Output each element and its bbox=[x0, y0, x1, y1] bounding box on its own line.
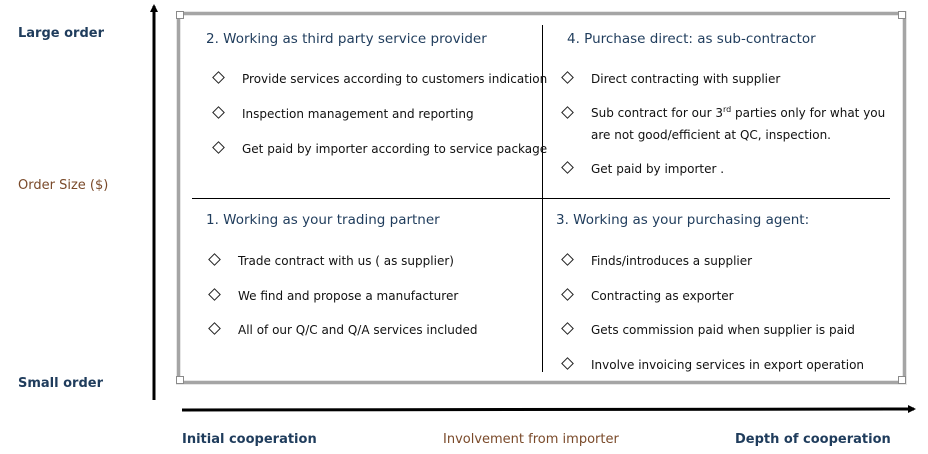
y-axis-bottom-label: Small order bbox=[18, 376, 103, 391]
x-axis-left-label: Initial cooperation bbox=[182, 432, 317, 447]
quadrant-3-item: Contracting as exporter bbox=[591, 289, 734, 303]
quadrant-4-title: 4. Purchase direct: as sub-contractor bbox=[567, 31, 816, 47]
quadrant-3-item: Involve invoicing services in export ope… bbox=[591, 358, 865, 372]
quadrant-3-item: Gets commission paid when supplier is pa… bbox=[591, 323, 855, 337]
frame-corner bbox=[176, 11, 184, 19]
quadrant-frame bbox=[177, 12, 906, 384]
quadrant-2-item: Provide services according to customers … bbox=[242, 72, 548, 86]
quadrant-2-title: 2. Working as third party service provid… bbox=[206, 31, 487, 47]
frame-corner bbox=[176, 376, 184, 384]
quadrant-1-item: We find and propose a manufacturer bbox=[238, 289, 459, 303]
quadrant-3-title: 3. Working as your purchasing agent: bbox=[556, 212, 810, 228]
quadrant-4-item: Get paid by importer . bbox=[591, 162, 725, 176]
y-axis-middle-label: Order Size ($) bbox=[18, 178, 109, 193]
quadrant-4-item-text: Sub contract for our 3 bbox=[591, 106, 723, 120]
quadrant-1-item: All of our Q/C and Q/A services included bbox=[238, 323, 478, 337]
quadrant-4-item-text: parties only for what you bbox=[731, 106, 886, 120]
quadrant-4-item: Sub contract for our 3rd parties only fo… bbox=[591, 105, 886, 121]
frame-corner bbox=[898, 11, 906, 19]
superscript-text: rd bbox=[722, 105, 732, 114]
quadrant-3-item: Finds/introduces a supplier bbox=[591, 254, 753, 268]
frame-corner bbox=[898, 376, 906, 384]
quadrant-1-item: Trade contract with us ( as supplier) bbox=[238, 254, 454, 268]
quadrant-4-item-continuation: are not good/efficient at QC, inspection… bbox=[591, 128, 831, 142]
quadrant-4-item: Direct contracting with supplier bbox=[591, 72, 781, 86]
quadrant-2-item: Get paid by importer according to servic… bbox=[242, 142, 548, 156]
quadrant-1-title: 1. Working as your trading partner bbox=[206, 212, 440, 228]
horizontal-divider bbox=[192, 198, 890, 199]
y-axis-top-label: Large order bbox=[18, 26, 104, 41]
x-axis-arrow bbox=[181, 405, 916, 414]
x-axis-middle-label: Involvement from importer bbox=[443, 432, 619, 447]
quadrant-2-item: Inspection management and reporting bbox=[242, 107, 474, 121]
x-axis-right-label: Depth of cooperation bbox=[735, 432, 891, 447]
